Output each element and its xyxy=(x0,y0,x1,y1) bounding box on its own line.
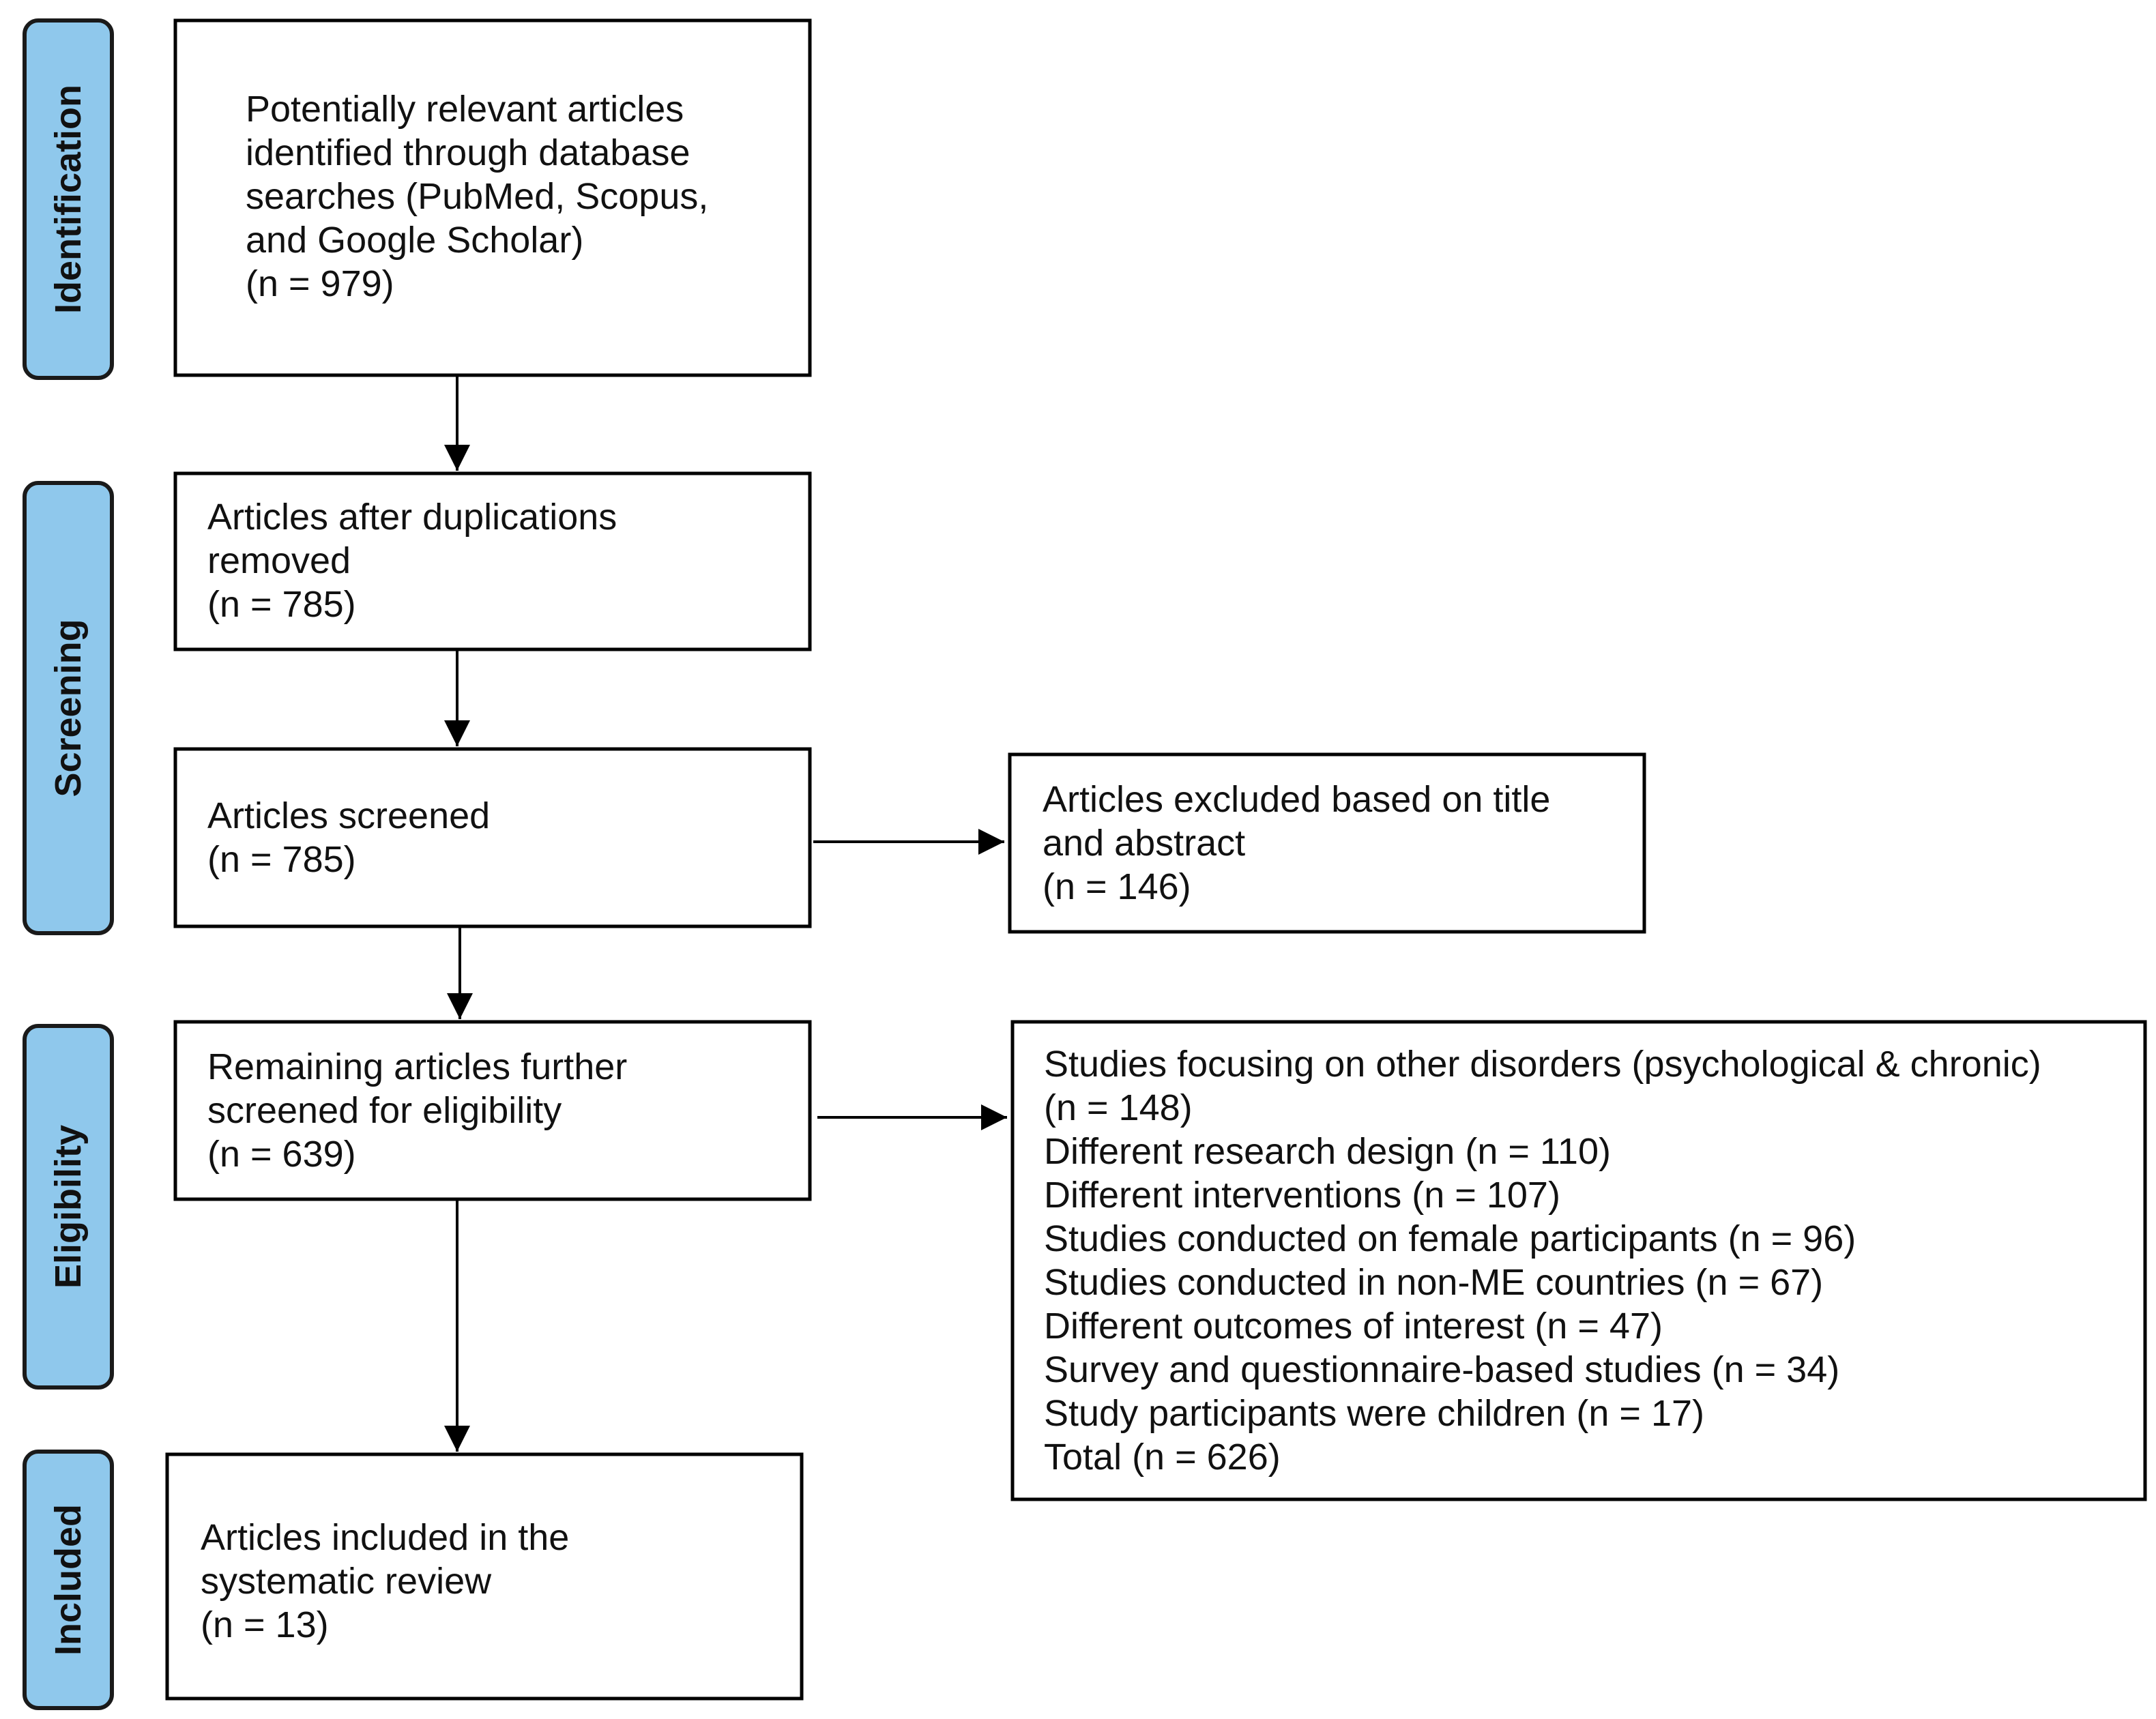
exclusion-reason: Different interventions (n = 107) xyxy=(1044,1175,1560,1216)
box-included-line: Articles included in the xyxy=(201,1517,569,1558)
box-excluded-eligibility: Studies focusing on other disorders (psy… xyxy=(1010,1020,2147,1501)
box-deduplicated-line: removed xyxy=(207,540,351,581)
box-excluded-title-abstract-line: and abstract xyxy=(1043,823,1245,864)
box-eligibility-line: screened for eligibility xyxy=(207,1090,562,1131)
exclusion-reason: (n = 148) xyxy=(1044,1087,1193,1128)
phase-eligibility-label: Eligibility xyxy=(48,1125,89,1289)
phase-screening-band xyxy=(23,481,114,935)
box-excluded-title-abstract-line: Articles excluded based on title xyxy=(1043,779,1550,820)
svg-text:Articles screened (n = 7: Articles screened (n = 785) xyxy=(207,795,500,880)
phase-eligibility-band xyxy=(23,1024,114,1390)
svg-text:Studies focusing on other diso: Studies focusing on other disorders (psy… xyxy=(1044,1044,2052,1478)
box-identified-line: identified through database xyxy=(246,132,690,173)
exclusion-reason: Different research design (n = 110) xyxy=(1044,1131,1611,1172)
box-included-count: (n = 13) xyxy=(201,1604,329,1645)
exclusion-reason: Studies conducted on female participants… xyxy=(1044,1218,1856,1259)
box-screened: Articles screened (n = 785) xyxy=(173,747,812,928)
exclusion-reason: Studies focusing on other disorders (psy… xyxy=(1044,1044,2041,1085)
box-included: Articles included in the systematic revi… xyxy=(165,1452,804,1701)
box-excluded-eligibility-frame xyxy=(1010,1020,2147,1501)
box-excluded-title-abstract-frame xyxy=(1008,752,1646,934)
box-identified-frame xyxy=(173,18,812,377)
phase-identification-label: Identification xyxy=(48,85,89,314)
phase-included: Included xyxy=(23,1450,114,1710)
exclusion-reason: Survey and questionnaire-based studies (… xyxy=(1044,1349,1839,1390)
phase-identification: Identification xyxy=(23,18,114,380)
box-eligibility: Remaining articles further screened for … xyxy=(173,1020,812,1201)
box-excluded-title-abstract: Articles excluded based on title and abs… xyxy=(1008,752,1646,934)
exclusion-total: Total (n = 626) xyxy=(1044,1437,1281,1478)
exclusion-reason: Different outcomes of interest (n = 47) xyxy=(1044,1306,1663,1347)
phase-included-label: Included xyxy=(48,1504,89,1656)
box-screened-line: Articles screened xyxy=(207,795,490,836)
svg-text:Articles excluded based on tit: Articles excluded based on title and abs… xyxy=(1043,779,1560,907)
exclusion-reason: Studies conducted in non-ME countries (n… xyxy=(1044,1262,1823,1303)
box-identified-line: searches (PubMed, Scopus, xyxy=(246,176,708,217)
svg-text:Articles included in the: Articles included in the systematic revi… xyxy=(201,1517,579,1645)
svg-text:Potentially relevant articles: Potentially relevant articles identified… xyxy=(246,89,718,304)
box-included-line: systematic review xyxy=(201,1561,492,1602)
box-deduplicated-frame xyxy=(173,471,812,651)
box-included-frame xyxy=(165,1452,804,1701)
box-deduplicated-count: (n = 785) xyxy=(207,584,356,625)
box-screened-frame xyxy=(173,747,812,928)
box-identified: Potentially relevant articles identified… xyxy=(173,18,812,377)
box-deduplicated-line: Articles after duplications xyxy=(207,497,617,538)
phase-screening: Screening xyxy=(23,481,114,935)
box-identified-count: (n = 979) xyxy=(246,263,394,304)
svg-text:Articles after duplications: Articles after duplications removed (n =… xyxy=(207,497,627,625)
box-deduplicated: Articles after duplications removed (n =… xyxy=(173,471,812,651)
svg-text:Remaining articles further: Remaining articles further screened for … xyxy=(207,1046,637,1175)
phase-identification-band xyxy=(23,18,114,380)
box-eligibility-count: (n = 639) xyxy=(207,1134,356,1175)
phase-included-band xyxy=(23,1450,114,1710)
exclusion-reason: Study participants were children (n = 17… xyxy=(1044,1393,1704,1434)
phase-eligibility: Eligibility xyxy=(23,1024,114,1390)
box-eligibility-line: Remaining articles further xyxy=(207,1046,627,1087)
box-screened-count: (n = 785) xyxy=(207,839,356,880)
box-identified-line: Potentially relevant articles xyxy=(246,89,684,130)
box-excluded-title-abstract-count: (n = 146) xyxy=(1043,866,1191,907)
phase-screening-label: Screening xyxy=(48,619,89,797)
box-eligibility-frame xyxy=(173,1020,812,1201)
box-identified-line: and Google Scholar) xyxy=(246,220,583,261)
